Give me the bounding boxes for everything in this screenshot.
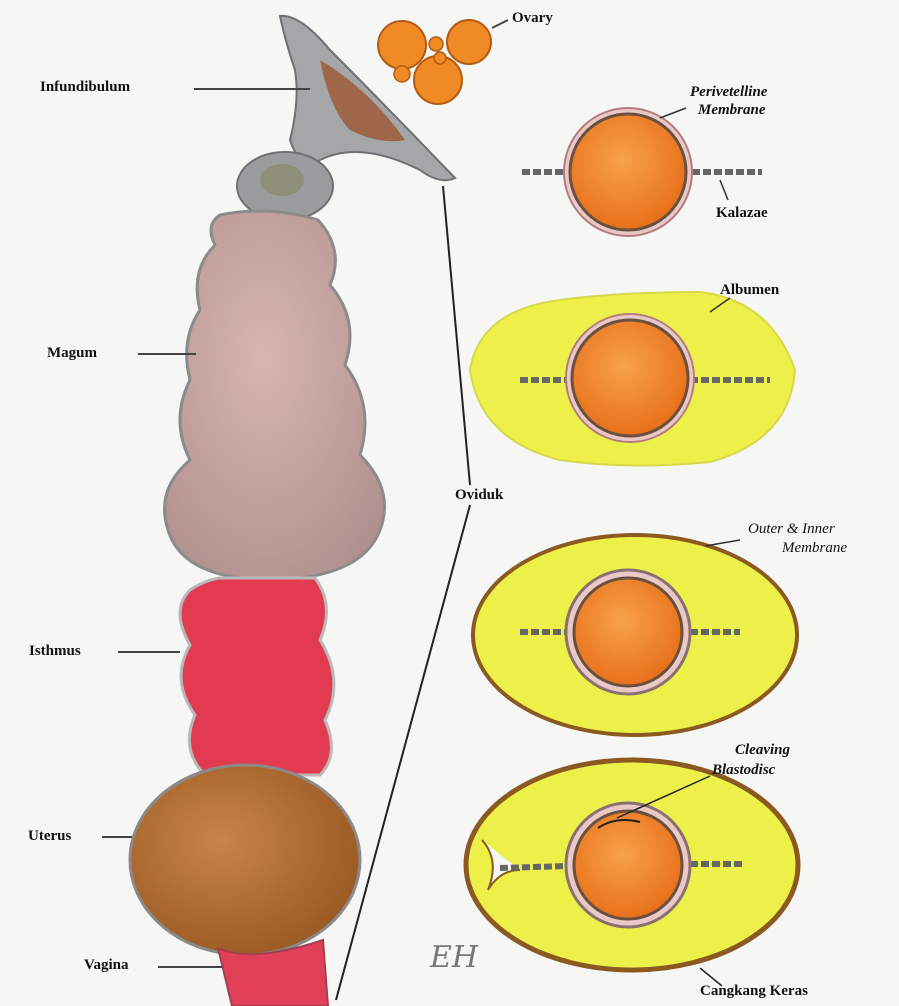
label-isthmus: Isthmus: [29, 643, 81, 660]
label-cangkang-keras: Cangkang Keras: [700, 983, 808, 1000]
label-perivitelline-line1: Perivetelline: [690, 84, 767, 101]
label-uterus: Uterus: [28, 828, 71, 845]
label-magum: Magum: [47, 345, 97, 362]
label-cleaving-line2: Blastodisc: [712, 762, 775, 779]
label-vagina: Vagina: [84, 957, 128, 974]
isthmus-shape: [180, 578, 334, 775]
label-ovary: Ovary: [512, 10, 553, 27]
uterus-shape: [130, 765, 360, 955]
label-infundibulum: Infundibulum: [40, 79, 130, 96]
egg-stage-shell: [466, 760, 798, 986]
label-perivitelline-line2: Membrane: [698, 102, 766, 119]
magnum-shape: [164, 211, 384, 578]
label-oviduk: Oviduk: [455, 487, 503, 504]
ovary-follicles: [378, 20, 491, 104]
label-albumen: Albumen: [720, 282, 779, 299]
artist-signature: EH: [430, 940, 478, 975]
egg-stage-albumen: [470, 292, 795, 466]
label-kalazae: Kalazae: [716, 205, 768, 222]
label-outer-inner-line2: Membrane: [782, 540, 847, 557]
label-outer-inner-line1: Outer & Inner: [748, 521, 835, 538]
label-cleaving-line1: Cleaving: [735, 742, 790, 759]
egg-stage-membrane: [473, 535, 797, 735]
